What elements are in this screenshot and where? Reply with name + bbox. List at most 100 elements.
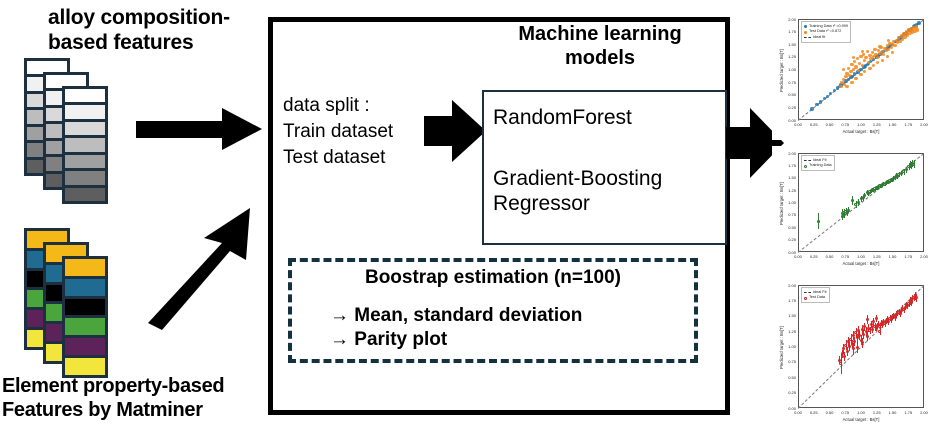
y-tick-label: 1.00 xyxy=(788,67,796,72)
data-table-cell xyxy=(65,105,105,122)
data-point xyxy=(883,46,887,50)
data-table-cell xyxy=(65,171,105,188)
data-point xyxy=(863,69,867,74)
x-tick-label: 0.50 xyxy=(825,121,834,127)
data-point xyxy=(849,337,853,341)
data-point xyxy=(868,59,873,64)
data-point xyxy=(888,41,892,45)
bootstrap-item-parity-plot: → Parity plot xyxy=(330,328,448,350)
data-point xyxy=(878,330,882,334)
error-bar xyxy=(840,353,842,374)
error-bar xyxy=(856,333,858,343)
data-point xyxy=(861,52,866,57)
data-point xyxy=(865,317,869,321)
error-bar xyxy=(883,318,884,325)
y-tick-label: 1.25 xyxy=(788,187,796,193)
error-bar xyxy=(868,191,869,196)
models-box: RandomForest Gradient-Boosting Regressor xyxy=(482,90,727,245)
error-bar xyxy=(893,312,895,319)
data-point xyxy=(851,67,856,72)
data-point xyxy=(860,341,864,345)
y-tick-label: 0.50 xyxy=(788,224,796,230)
error-bar xyxy=(842,212,844,221)
y-tick-label: 0.00 xyxy=(788,117,796,123)
data-point xyxy=(849,75,853,80)
data-point xyxy=(844,343,848,347)
y-tick-label: 1.75 xyxy=(788,297,796,303)
error-bar xyxy=(888,180,889,185)
data-point xyxy=(848,345,852,348)
data-point xyxy=(850,199,854,203)
legend-marker-icon xyxy=(804,30,807,34)
error-bar xyxy=(894,314,896,321)
error-bar xyxy=(894,175,896,181)
data-point xyxy=(832,89,837,93)
data-point xyxy=(889,45,893,49)
plot-axes-frame xyxy=(798,285,924,408)
data-table-cell xyxy=(65,298,105,319)
error-bar xyxy=(863,194,864,201)
data-point xyxy=(841,77,846,82)
y-tick-label: 1.50 xyxy=(788,313,796,319)
error-bar xyxy=(880,320,882,327)
arrow-element-to-pipeline xyxy=(148,208,250,330)
model-gradient-boosting: Gradient-Boosting Regressor xyxy=(493,167,663,215)
data-point xyxy=(859,54,863,59)
error-bar xyxy=(907,302,908,309)
error-bar xyxy=(901,171,902,177)
data-point xyxy=(912,162,916,166)
legend-entry: Test Data r² =0.872 xyxy=(804,29,848,35)
data-point xyxy=(841,347,845,351)
data-point xyxy=(869,56,873,61)
data-point xyxy=(851,347,855,351)
error-bar xyxy=(908,299,910,308)
legend-label: Ideal Fit xyxy=(813,157,827,162)
legend-entry: Training Data xyxy=(804,163,832,169)
x-tick-label: 0.00 xyxy=(794,409,802,415)
data-point xyxy=(872,320,876,324)
data-table-card xyxy=(62,86,108,204)
data-point xyxy=(810,107,814,111)
x-tick-label: 0.75 xyxy=(841,121,850,127)
data-point xyxy=(839,362,843,366)
data-point xyxy=(862,332,866,336)
data-point xyxy=(854,76,858,81)
data-point xyxy=(859,72,863,77)
error-bar xyxy=(853,330,854,341)
error-bar xyxy=(884,182,886,187)
data-point xyxy=(870,50,875,55)
y-tick-label: 2.00 xyxy=(788,16,796,22)
bootstrap-box: Boostrap estimation (n=100) → Mean, stan… xyxy=(288,258,698,363)
data-point xyxy=(897,36,901,40)
y-tick-label: 0.50 xyxy=(788,92,796,98)
error-bar xyxy=(860,195,862,202)
y-tick-label: 2.00 xyxy=(788,282,796,288)
error-bar xyxy=(869,326,871,335)
grayscale-data-table-stack xyxy=(24,58,134,204)
y-axis-label: Predicted target : Bs[T] xyxy=(779,181,784,225)
x-tick-label: 1.50 xyxy=(888,121,897,127)
data-point xyxy=(845,349,849,353)
legend-entry: Training Data r² =0.999 xyxy=(804,24,848,30)
x-tick-label: 0.25 xyxy=(809,253,818,259)
error-bar xyxy=(855,328,857,338)
error-bar xyxy=(870,320,872,329)
data-table-cell xyxy=(65,138,105,155)
error-bar xyxy=(850,334,852,345)
data-table-cell xyxy=(65,259,105,279)
error-bar xyxy=(858,199,859,206)
machine-learning-models-title: Machine learning models xyxy=(518,23,682,69)
color-data-table-stack xyxy=(24,228,134,378)
legend-entry: Ideal Fit xyxy=(804,290,827,296)
error-bar xyxy=(916,294,917,302)
error-bar xyxy=(839,356,840,364)
error-bar xyxy=(898,308,900,316)
data-point xyxy=(904,168,908,172)
error-bar xyxy=(818,213,820,230)
error-bar xyxy=(901,307,902,314)
y-axis-label: Predicted target : Bs[T] xyxy=(779,325,784,369)
data-point xyxy=(840,80,844,85)
data-point xyxy=(858,61,862,66)
